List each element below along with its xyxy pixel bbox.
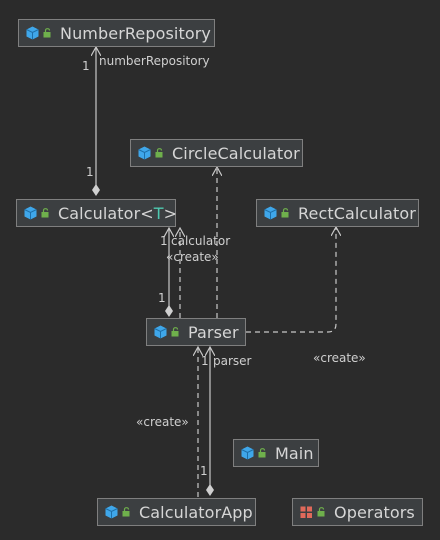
class-name-text: Calculator <box>58 203 141 223</box>
multiplicity-label: 1 <box>82 59 90 73</box>
stereotype-label: «create» <box>136 415 189 429</box>
class-node-main[interactable]: Main <box>233 439 319 467</box>
enum-icon <box>300 506 313 519</box>
multiplicity-label: 1 <box>201 354 209 368</box>
class-name: NumberRepository <box>60 23 211 43</box>
type-parameter: T <box>153 203 164 223</box>
class-cube-icon <box>26 26 39 40</box>
role-label: calculator <box>171 234 231 248</box>
public-lock-icon <box>281 208 290 218</box>
multiplicity-label: 1 <box>86 165 94 179</box>
class-name: CircleCalculator <box>172 143 300 163</box>
public-lock-icon <box>171 327 180 337</box>
type-bracket-close: > <box>163 203 178 223</box>
edge-parser-creates-rectcalculator <box>246 227 336 333</box>
public-lock-icon <box>41 208 50 218</box>
class-cube-icon <box>24 206 37 220</box>
class-node-calculatorapp[interactable]: CalculatorApp <box>97 498 256 526</box>
stereotype-label: «create» <box>166 250 219 264</box>
class-node-rectcalculator[interactable]: RectCalculator <box>256 199 419 227</box>
class-cube-icon <box>154 325 167 339</box>
multiplicity-label: 1 <box>200 464 208 478</box>
public-lock-icon <box>122 507 131 517</box>
class-name: Parser <box>188 322 239 342</box>
class-node-circlecalculator[interactable]: CircleCalculator <box>130 139 303 167</box>
class-name: Calculator<T> <box>58 204 177 223</box>
edge-parser-calculator <box>165 228 173 317</box>
class-name: Main <box>275 443 314 463</box>
class-node-calculator[interactable]: Calculator<T> <box>16 199 177 227</box>
role-label: numberRepository <box>99 54 210 68</box>
class-cube-icon <box>138 146 151 160</box>
class-name: CalculatorApp <box>139 502 253 522</box>
type-bracket-open: < <box>140 203 154 223</box>
edge-calculatorapp-parser <box>206 347 214 496</box>
public-lock-icon <box>258 448 267 458</box>
class-cube-icon <box>241 446 254 460</box>
class-cube-icon <box>105 505 118 519</box>
stereotype-label: «create» <box>313 351 366 365</box>
class-cube-icon <box>264 206 277 220</box>
class-node-numberrepository[interactable]: NumberRepository <box>18 19 215 47</box>
edge-calculator-numberrepository <box>92 47 100 196</box>
public-lock-icon <box>155 148 164 158</box>
role-label: parser <box>213 354 252 368</box>
multiplicity-label: 1 <box>160 234 168 248</box>
enum-node-operators[interactable]: Operators <box>292 498 423 526</box>
public-lock-icon <box>43 28 52 38</box>
multiplicity-label: 1 <box>158 291 166 305</box>
class-name: RectCalculator <box>298 203 416 223</box>
enum-name: Operators <box>334 502 415 522</box>
public-lock-icon <box>317 507 326 517</box>
class-node-parser[interactable]: Parser <box>146 318 246 346</box>
